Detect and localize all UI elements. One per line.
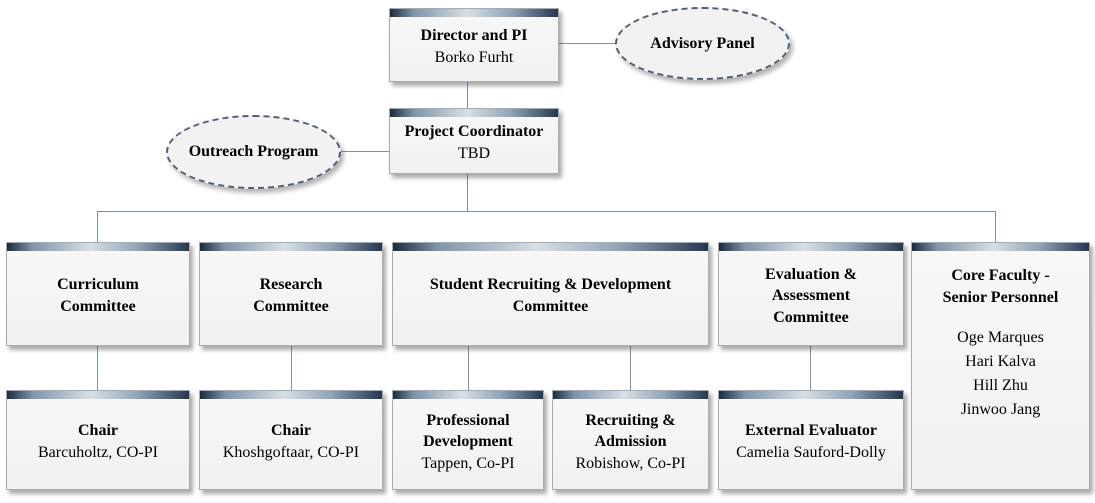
node-title: External Evaluator xyxy=(745,422,877,440)
node-title: Project Coordinator xyxy=(404,123,544,141)
connector-bus-curriculum xyxy=(97,211,98,243)
core-faculty-members: Oge Marques Hari Kalva Hill Zhu Jinwoo J… xyxy=(957,326,1044,422)
node-title: Chair xyxy=(78,422,118,440)
node-director-and-pi: Director and PI Borko Furht xyxy=(389,8,559,82)
accent-bar xyxy=(390,109,558,117)
accent-bar xyxy=(390,9,558,17)
node-research-committee: Research Committee xyxy=(199,242,383,346)
connector-outreach-coordinator xyxy=(340,151,390,152)
accent-bar xyxy=(912,243,1089,251)
accent-bar xyxy=(719,243,903,251)
connector-director-coordinator xyxy=(467,82,468,109)
accent-bar xyxy=(719,391,903,399)
connector-evaluation-external xyxy=(810,346,811,391)
connector-coordinator-bus xyxy=(467,173,468,212)
node-title: Curriculum Committee xyxy=(57,276,139,315)
node-recruiting-admission: Recruiting & Admission Robishow, Co-PI xyxy=(552,390,709,490)
node-subtitle: TBD xyxy=(458,145,490,162)
node-subtitle: Camelia Sauford-Dolly xyxy=(736,444,886,461)
accent-bar xyxy=(7,243,189,251)
connector-director-advisory xyxy=(558,43,616,44)
node-curriculum-committee: Curriculum Committee xyxy=(6,242,190,346)
node-external-evaluator: External Evaluator Camelia Sauford-Dolly xyxy=(718,390,904,490)
node-research-chair: Chair Khoshgoftaar, CO-PI xyxy=(199,390,383,490)
node-evaluation-committee: Evaluation & Assessment Committee xyxy=(718,242,904,346)
member-name: Oge Marques xyxy=(957,329,1044,347)
accent-bar xyxy=(7,391,189,399)
node-title: Chair xyxy=(271,422,311,440)
node-subtitle: Tappen, Co-PI xyxy=(421,454,515,472)
accent-bar xyxy=(393,243,708,251)
node-outreach-program: Outreach Program xyxy=(166,115,341,189)
ellipse-label: Outreach Program xyxy=(188,143,319,160)
node-curriculum-chair: Chair Barcuholtz, CO-PI xyxy=(6,390,190,490)
node-title: Core Faculty - Senior Personnel xyxy=(942,267,1059,306)
node-advisory-panel: Advisory Panel xyxy=(615,7,790,80)
ellipse-label: Advisory Panel xyxy=(650,34,755,52)
connector-bus-line xyxy=(97,211,996,212)
node-project-coordinator: Project Coordinator TBD xyxy=(389,108,559,174)
node-title: Research Committee xyxy=(253,276,329,315)
member-name: Hari Kalva xyxy=(965,353,1036,371)
node-title: Student Recruiting & Development Committ… xyxy=(429,276,672,315)
node-title: Recruiting & Admission xyxy=(585,411,676,451)
node-professional-development: Professional Development Tappen, Co-PI xyxy=(392,390,544,490)
accent-bar xyxy=(200,391,382,399)
member-name: Jinwoo Jang xyxy=(960,401,1041,419)
connector-student-recruiting xyxy=(630,346,631,391)
node-title: Director and PI xyxy=(420,27,528,45)
accent-bar xyxy=(553,391,708,399)
node-subtitle: Robishow, Co-PI xyxy=(575,454,686,472)
connector-bus-core-faculty xyxy=(995,211,996,243)
connector-curriculum-chair xyxy=(97,346,98,391)
node-subtitle: Barcuholtz, CO-PI xyxy=(38,444,158,461)
node-title: Evaluation & Assessment Committee xyxy=(764,265,857,326)
node-subtitle: Khoshgoftaar, CO-PI xyxy=(222,444,360,461)
accent-bar xyxy=(393,391,543,399)
node-student-recruiting-committee: Student Recruiting & Development Committ… xyxy=(392,242,709,346)
accent-bar xyxy=(200,243,382,251)
node-core-faculty: Core Faculty - Senior Personnel Oge Marq… xyxy=(911,242,1090,490)
node-title: Professional Development xyxy=(423,411,513,451)
connector-student-profdev xyxy=(468,346,469,391)
connector-research-chair xyxy=(291,346,292,391)
member-name: Hill Zhu xyxy=(973,377,1028,395)
node-subtitle: Borko Furht xyxy=(434,49,514,66)
